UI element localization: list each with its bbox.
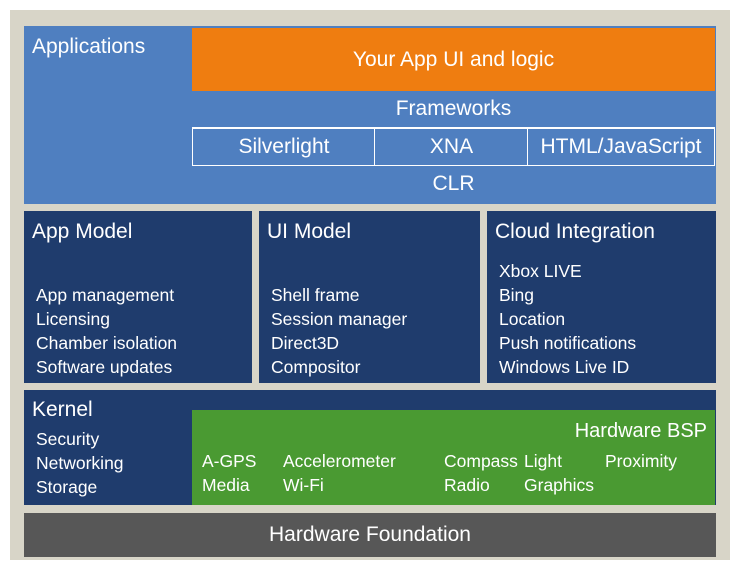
frameworks-label: Frameworks xyxy=(395,97,512,120)
list-item: Storage xyxy=(36,477,98,497)
list-item: Networking xyxy=(36,453,124,473)
list-item: Compositor xyxy=(271,357,361,377)
cloud-integration-list: Xbox LIVE Bing Location Push notificatio… xyxy=(499,259,636,379)
list-item: Chamber isolation xyxy=(36,333,178,353)
bsp-item-proximity: Proximity xyxy=(605,451,677,471)
your-app-box: Your App UI and logic xyxy=(192,28,715,91)
framework-xna: XNA xyxy=(374,128,528,166)
clr-box: CLR xyxy=(192,166,715,202)
app-model-box: App Model App management Licensing Chamb… xyxy=(24,211,252,383)
list-item: Location xyxy=(499,309,566,329)
kernel-title: Kernel xyxy=(32,398,93,421)
list-item: Windows Live ID xyxy=(499,357,630,377)
bsp-item-radio: Radio xyxy=(444,475,490,495)
framework-html-javascript-label: HTML/JavaScript xyxy=(540,135,702,158)
hardware-bsp-box: Hardware BSP A-GPS Accelerometer Compass… xyxy=(192,410,715,505)
cloud-integration-title: Cloud Integration xyxy=(495,220,655,243)
bsp-item-agps: A-GPS xyxy=(202,451,257,471)
framework-html-javascript: HTML/JavaScript xyxy=(527,128,715,166)
list-item: Push notifications xyxy=(499,333,637,353)
framework-xna-label: XNA xyxy=(429,135,474,158)
app-model-list: App management Licensing Chamber isolati… xyxy=(36,283,177,379)
hardware-bsp-title: Hardware BSP xyxy=(574,420,707,442)
cloud-integration-box: Cloud Integration Xbox LIVE Bing Locatio… xyxy=(487,211,716,383)
kernel-box: Kernel Security Networking Storage Hardw… xyxy=(24,390,716,505)
list-item: Licensing xyxy=(36,309,110,329)
bsp-item-accelerometer: Accelerometer xyxy=(283,451,396,471)
list-item: Security xyxy=(36,429,100,449)
hardware-foundation-label: Hardware Foundation xyxy=(269,523,471,546)
list-item: Software updates xyxy=(36,357,173,377)
list-item: App management xyxy=(36,285,175,305)
framework-silverlight: Silverlight xyxy=(192,128,375,166)
bsp-item-compass: Compass xyxy=(444,451,518,471)
bsp-item-wifi: Wi-Fi xyxy=(283,475,324,495)
list-item: Xbox LIVE xyxy=(499,261,582,281)
your-app-label: Your App UI and logic xyxy=(352,47,555,71)
list-item: Bing xyxy=(499,285,535,305)
applications-title: Applications xyxy=(32,35,146,58)
list-item: Direct3D xyxy=(271,333,340,353)
bsp-item-graphics: Graphics xyxy=(524,475,595,495)
ui-model-list: Shell frame Session manager Direct3D Com… xyxy=(271,283,407,379)
hardware-foundation-box: Hardware Foundation xyxy=(24,513,716,557)
bsp-item-light: Light xyxy=(524,451,562,471)
ui-model-box: UI Model Shell frame Session manager Dir… xyxy=(259,211,480,383)
framework-silverlight-label: Silverlight xyxy=(238,135,330,158)
app-model-title: App Model xyxy=(32,220,133,243)
list-item: Shell frame xyxy=(271,285,360,305)
frameworks-box: Frameworks xyxy=(192,91,715,128)
clr-label: CLR xyxy=(432,172,475,195)
bsp-item-media: Media xyxy=(202,475,250,495)
list-item: Session manager xyxy=(271,309,408,329)
architecture-diagram: Applications Your App UI and logic Frame… xyxy=(10,10,730,560)
applications-layer: Applications Your App UI and logic Frame… xyxy=(24,26,716,204)
kernel-list: Security Networking Storage xyxy=(36,427,124,499)
ui-model-title: UI Model xyxy=(267,220,352,243)
